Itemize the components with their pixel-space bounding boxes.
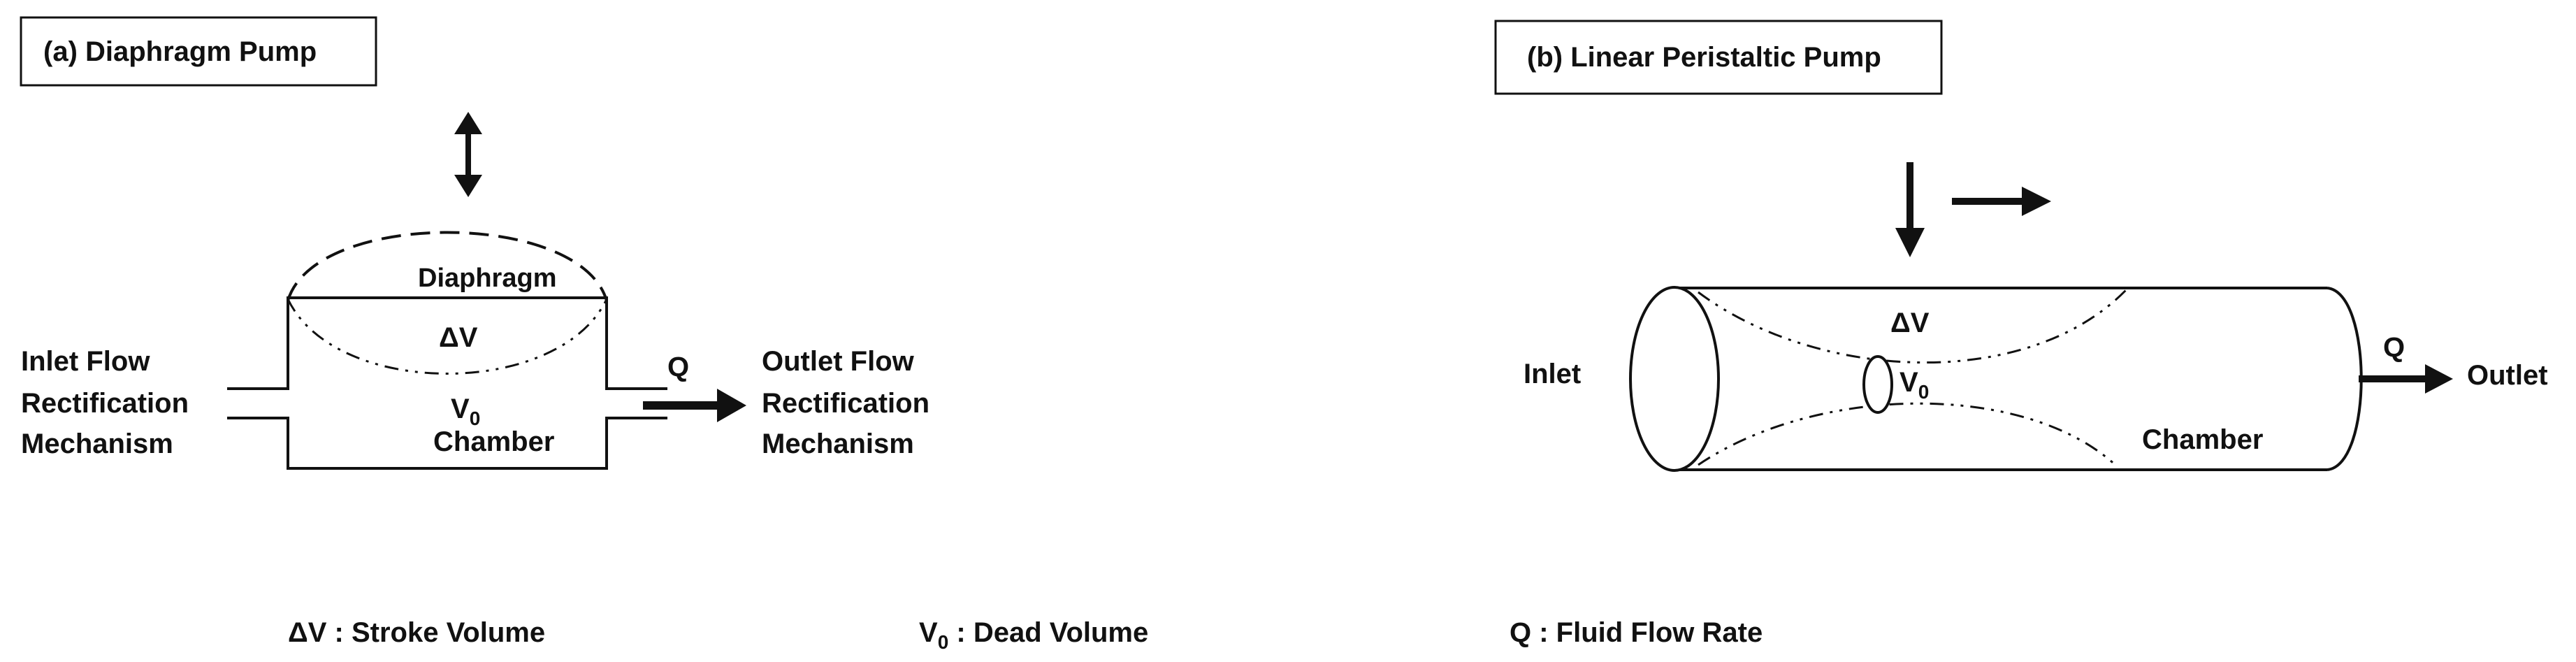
legend-dead-volume: V0 : Dead Volume bbox=[919, 617, 1148, 653]
dead-volume-ellipse bbox=[1862, 355, 1893, 414]
inlet-opening-ellipse bbox=[1629, 286, 1720, 472]
outlet-label-line-2: Rectification bbox=[762, 388, 929, 419]
pump-chamber-outline bbox=[227, 296, 667, 470]
inlet-label-line-3: Mechanism bbox=[21, 429, 173, 459]
roller-travel-arrow bbox=[1952, 187, 2051, 216]
stroke-volume-label-a: ΔV bbox=[439, 322, 478, 353]
stroke-volume-label-b: ΔV bbox=[1890, 308, 1930, 338]
peristaltic-pump-title-box bbox=[1494, 20, 1943, 95]
press-down-arrow bbox=[1895, 162, 1925, 257]
diaphragm-displaced-arc bbox=[287, 231, 608, 301]
flow-label-b: Q bbox=[2383, 332, 2405, 363]
peristaltic-pump-diagram: (b) Linear Peristaltic Pump ΔV bbox=[1494, 20, 2548, 472]
outlet-label-line-3: Mechanism bbox=[762, 429, 914, 459]
flow-arrow-b bbox=[2359, 364, 2453, 394]
diaphragm-pump-title: (a) Diaphragm Pump bbox=[43, 36, 317, 67]
inlet-label-line-2: Rectification bbox=[21, 388, 189, 419]
peristaltic-pump-title: (b) Linear Peristaltic Pump bbox=[1527, 42, 1881, 73]
outlet-label-b: Outlet bbox=[2467, 360, 2548, 391]
outlet-label-line-1: Outlet Flow bbox=[762, 346, 915, 377]
inlet-label-b: Inlet bbox=[1524, 359, 1581, 389]
compression-upper-curve bbox=[1698, 289, 2127, 364]
legend-flow-rate: Q : Fluid Flow Rate bbox=[1510, 617, 1763, 648]
dead-volume-label-a: V0 bbox=[451, 394, 480, 429]
actuation-double-arrow bbox=[454, 112, 482, 197]
diaphragm-pump-diagram: (a) Diaphragm Pump Diaphragm ΔV V0 Chamb… bbox=[20, 16, 929, 470]
chamber-label-b: Chamber bbox=[2142, 424, 2263, 455]
dead-volume-label-b: V0 bbox=[1900, 367, 1929, 403]
diaphragm-lower-arc bbox=[287, 298, 608, 375]
compression-lower-curve bbox=[1698, 402, 2119, 468]
legend-stroke-volume: ΔV : Stroke Volume bbox=[288, 617, 545, 648]
chamber-label-a: Chamber bbox=[433, 426, 554, 457]
flow-arrow-a bbox=[643, 389, 746, 422]
legend: ΔV : Stroke Volume V0 : Dead Volume Q : … bbox=[288, 617, 1763, 653]
flow-label-a: Q bbox=[667, 352, 689, 382]
inlet-label-line-1: Inlet Flow bbox=[21, 346, 150, 377]
outlet-rectification-label: Outlet Flow Rectification Mechanism bbox=[762, 346, 929, 459]
inlet-rectification-label: Inlet Flow Rectification Mechanism bbox=[21, 346, 189, 459]
diaphragm-pump-title-box bbox=[20, 16, 377, 87]
diaphragm-label: Diaphragm bbox=[418, 264, 556, 293]
